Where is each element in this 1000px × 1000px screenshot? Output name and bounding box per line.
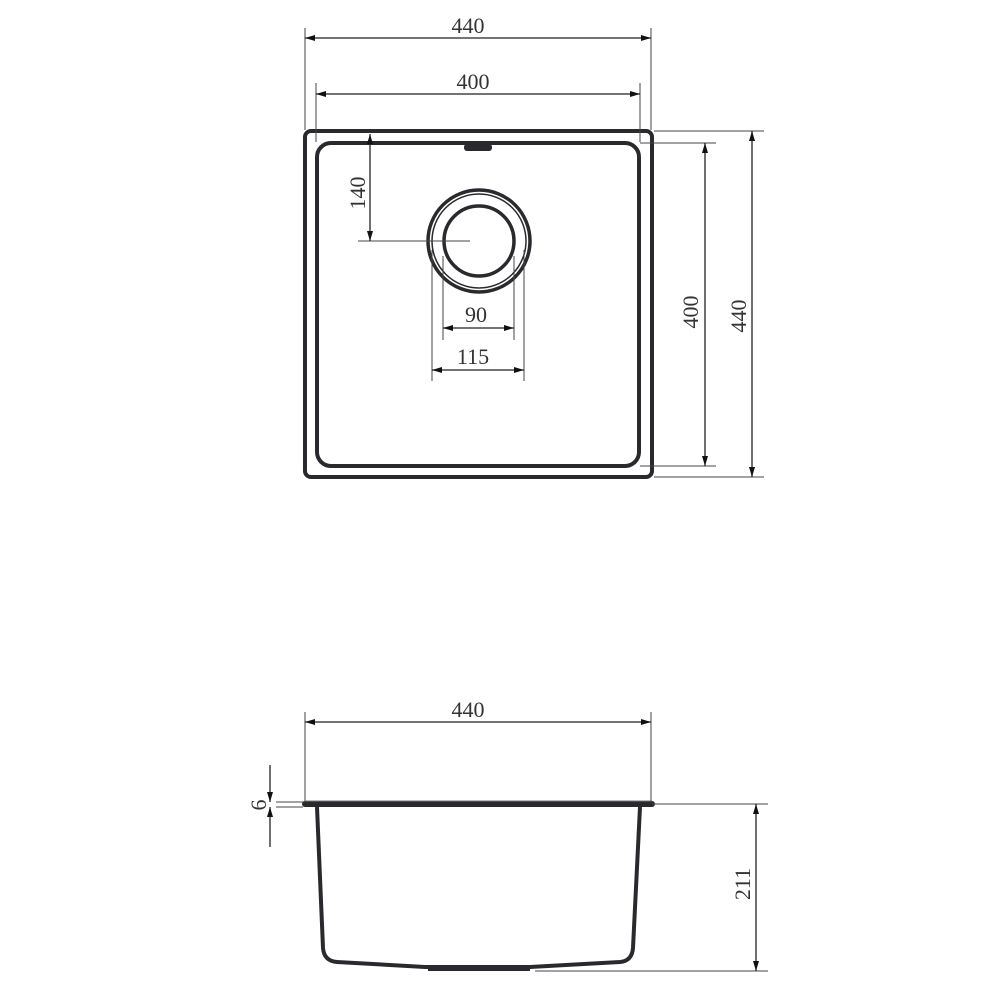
side-view: 440 6 211: [246, 697, 768, 972]
dim-right-inner-depth: 400: [640, 142, 716, 467]
dim-bowl-depth: 211: [535, 803, 768, 972]
dim-label: 440: [452, 697, 485, 722]
dim-label: 440: [452, 13, 485, 38]
dim-top-inner-width: 400: [315, 69, 641, 142]
dim-side-overall-width: 440: [304, 697, 652, 802]
top-view: 440 400 140 90 115: [303, 13, 764, 479]
inner-bowl: [315, 141, 641, 468]
dim-label: 140: [345, 177, 370, 210]
outer-rim: [303, 129, 654, 479]
dim-label: 440: [726, 300, 751, 333]
overflow-tab: [464, 144, 492, 151]
dim-label: 90: [465, 302, 487, 327]
dim-label: 211: [730, 868, 755, 900]
dim-label: 400: [678, 296, 703, 329]
bowl-profile: [315, 806, 642, 969]
dim-right-overall-depth: 440: [654, 130, 764, 478]
dim-top-overall-width: 440: [304, 13, 652, 130]
dim-label: 115: [457, 344, 489, 369]
dim-drain-inner: 90: [442, 256, 515, 340]
dim-label: 400: [457, 69, 490, 94]
dim-flange-thickness: 6: [246, 765, 303, 847]
dim-drain-outer: 115: [431, 250, 525, 381]
dim-drain-offset: 140: [345, 134, 470, 242]
dim-label: 6: [246, 800, 271, 811]
drain-bottom: [428, 966, 530, 971]
